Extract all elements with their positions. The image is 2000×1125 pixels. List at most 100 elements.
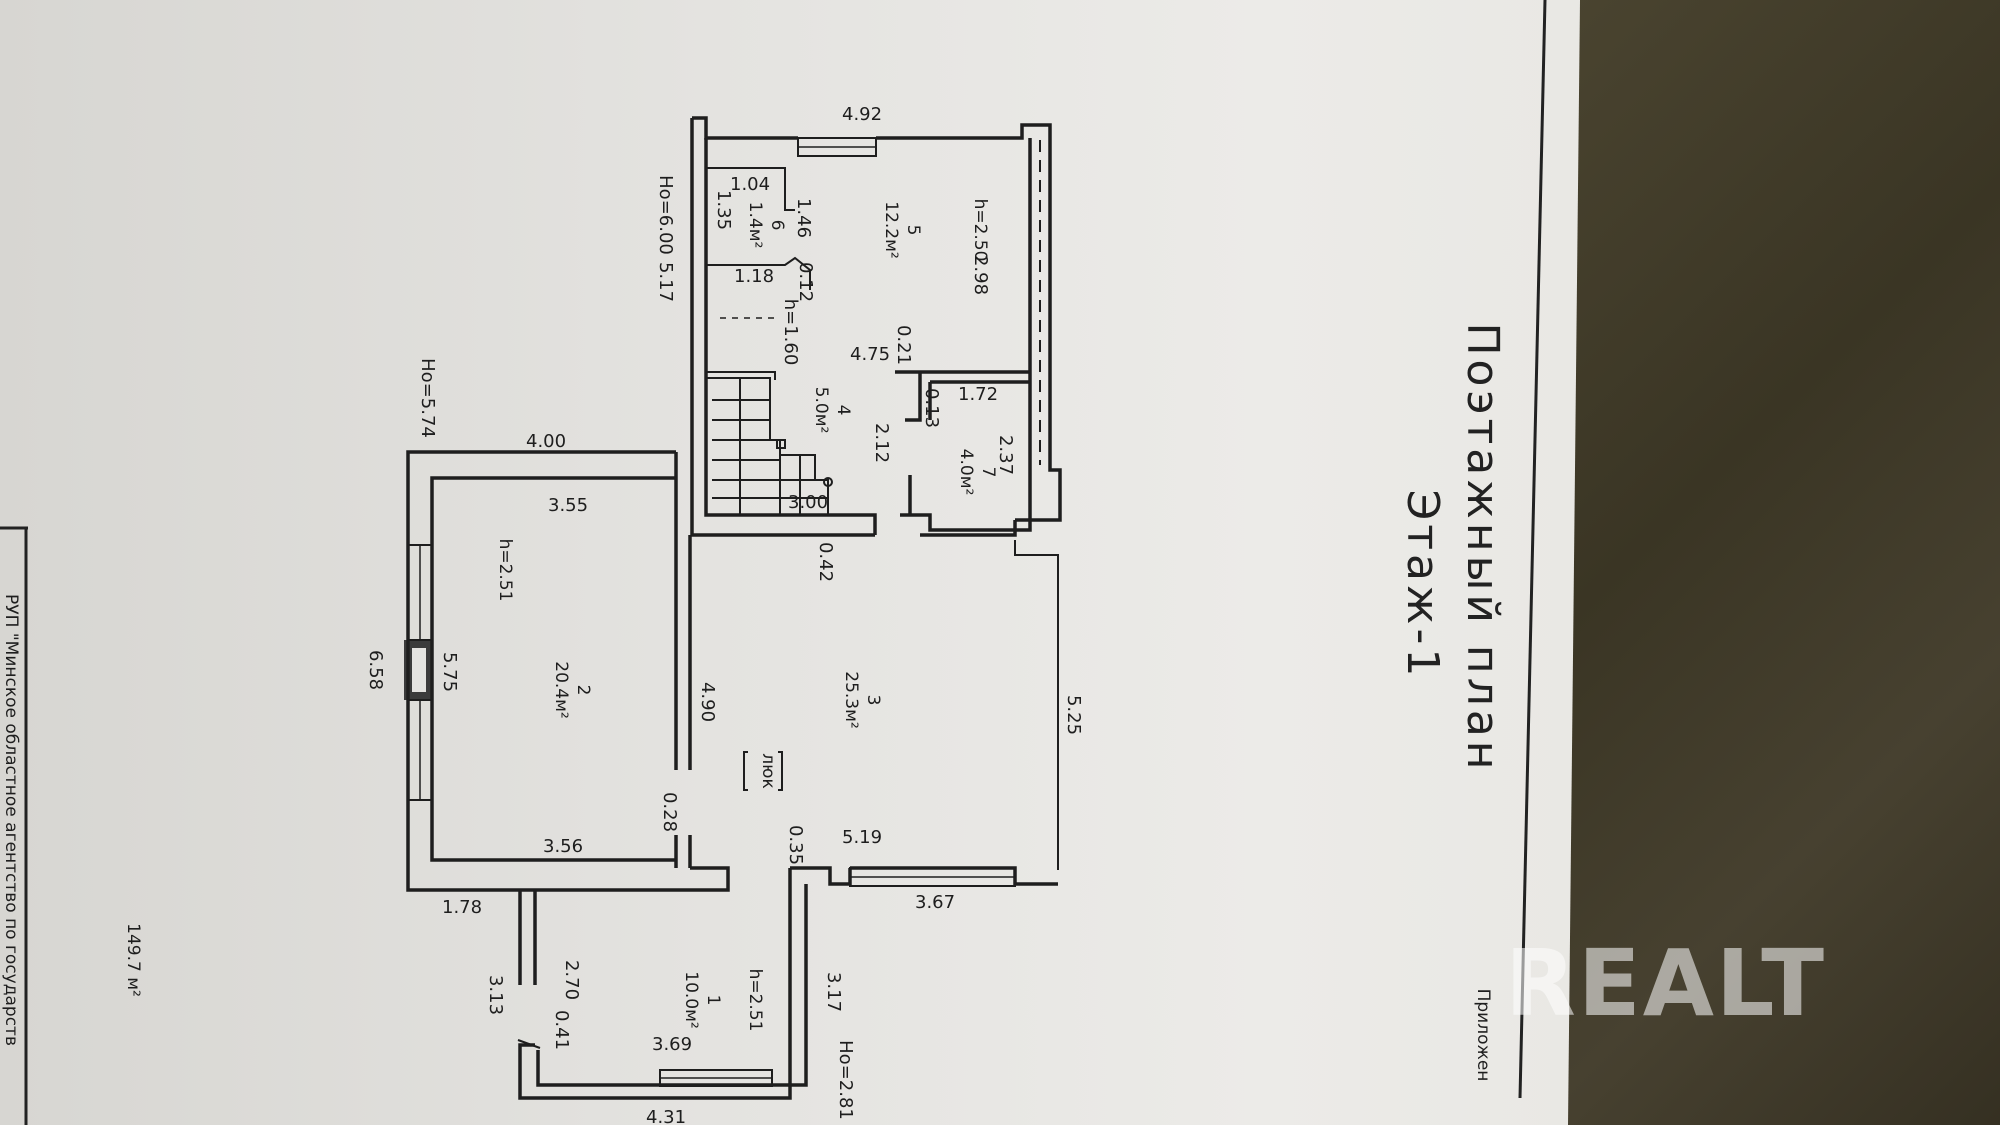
dim-3-67: 3.67 [915, 892, 955, 913]
svg-text:2: 2 [573, 685, 593, 696]
svg-text:2.70: 2.70 [561, 960, 582, 1000]
svg-text:4: 4 [833, 405, 853, 416]
svg-text:Но=2.81: Но=2.81 [835, 1040, 856, 1120]
dim-1-46: 1.46 [793, 198, 814, 238]
svg-text:10.0м²: 10.0м² [681, 971, 701, 1029]
hatch-label: люк [758, 753, 778, 788]
svg-text:3: 3 [863, 695, 883, 706]
svg-text:0.42: 0.42 [815, 542, 836, 582]
stair-height: h=1.60 [780, 299, 801, 366]
dim-0-41: 0.41 [551, 1010, 572, 1050]
dim-4-75: 4.75 [850, 344, 890, 365]
dim-1-78: 1.78 [442, 897, 482, 918]
svg-text:2.98: 2.98 [970, 255, 991, 295]
room-6-label: 6 1.4м² [745, 202, 787, 249]
svg-text:5.0м²: 5.0м² [811, 387, 831, 434]
svg-text:1: 1 [703, 995, 723, 1006]
dim-0-28: 0.28 [659, 792, 680, 832]
background-surface [1560, 0, 2000, 1125]
svg-text:0.28: 0.28 [659, 792, 680, 832]
dim-4-92: 4.92 [842, 104, 882, 125]
room-4-label: 4 5.0м² [811, 387, 853, 434]
svg-text:Но=5.74: Но=5.74 [417, 358, 438, 438]
svg-text:4.0м²: 4.0м² [956, 449, 976, 496]
dim-4-00: 4.00 [526, 431, 566, 452]
staircase [706, 377, 833, 515]
ho-left: Но=5.74 [417, 358, 438, 438]
svg-text:Этаж-1: Этаж-1 [1397, 490, 1448, 681]
dim-2-98: 2.98 [970, 255, 991, 295]
svg-text:h=2.51: h=2.51 [495, 539, 515, 602]
dim-1-04: 1.04 [730, 174, 770, 195]
room-3-label: 3 25.3м² [841, 671, 883, 729]
svg-text:6: 6 [767, 220, 787, 231]
dim-5-75: 5.75 [439, 652, 460, 692]
svg-text:h=1.60: h=1.60 [780, 299, 801, 366]
svg-text:РУП "Минское областное агентст: РУП "Минское областное агентство по госу… [1, 594, 21, 1046]
sheet-frame-line [1518, 0, 1547, 1099]
dim-5-17: 5.17 [655, 262, 676, 302]
svg-text:25.3м²: 25.3м² [841, 671, 861, 729]
svg-text:0.21: 0.21 [893, 325, 914, 365]
room-2-label: 2 20.4м² [551, 661, 593, 719]
svg-text:12.2м²: 12.2м² [881, 201, 901, 259]
room-3-walls [743, 751, 1058, 887]
ho-bottom: Но=2.81 [835, 1040, 856, 1120]
svg-text:20.4м²: 20.4м² [551, 661, 571, 719]
svg-text:7: 7 [978, 467, 998, 478]
dim-1-72: 1.72 [958, 384, 998, 405]
dim-5-19: 5.19 [842, 827, 882, 848]
svg-text:h=2.50: h=2.50 [970, 199, 990, 262]
dim-0-21: 0.21 [893, 325, 914, 365]
ho-top: Но=6.00 [655, 175, 676, 255]
svg-text:149.7 м²: 149.7 м² [123, 923, 143, 997]
dim-3-69: 3.69 [652, 1034, 692, 1055]
svg-text:0.41: 0.41 [551, 1010, 572, 1050]
dim-0-42: 0.42 [815, 542, 836, 582]
dim-0-13: 0.13 [921, 388, 942, 428]
hatch-symbol [743, 751, 783, 791]
svg-text:5.75: 5.75 [439, 652, 460, 692]
room-5-height: h=2.50 [970, 199, 990, 262]
svg-text:1.35: 1.35 [713, 190, 734, 230]
dim-0-12: 0.12 [795, 262, 816, 302]
plan-subtitle: Этаж-1 [1397, 490, 1448, 681]
svg-text:0.12: 0.12 [795, 262, 816, 302]
dim-1-18: 1.18 [734, 266, 774, 287]
watermark-logo: REALT [1505, 930, 1826, 1037]
dim-3-56: 3.56 [543, 836, 583, 857]
dim-4-31: 4.31 [646, 1107, 686, 1125]
svg-text:Приложен: Приложен [1473, 989, 1493, 1082]
dim-1-35: 1.35 [713, 190, 734, 230]
svg-text:3.13: 3.13 [485, 975, 506, 1015]
svg-text:6.58: 6.58 [365, 650, 386, 690]
dim-3-00: 3.00 [788, 492, 828, 513]
room-7-label: 7 4.0м² [956, 449, 998, 496]
dim-0-35: 0.35 [785, 825, 806, 865]
room-1-walls [517, 868, 808, 1100]
plan-title: Поэтажный план [1457, 322, 1508, 773]
svg-text:5: 5 [903, 225, 923, 236]
svg-text:1.46: 1.46 [793, 198, 814, 238]
appendix-label: Приложен [1473, 989, 1493, 1082]
dim-2-12: 2.12 [871, 423, 892, 463]
svg-text:2.12: 2.12 [871, 423, 892, 463]
svg-text:Но=6.00: Но=6.00 [655, 175, 676, 255]
organization-stamp: РУП "Минское областное агентство по госу… [1, 594, 21, 1046]
room-2-height: h=2.51 [495, 539, 515, 602]
svg-text:люк: люк [758, 753, 778, 788]
total-area: 149.7 м² [123, 923, 143, 997]
svg-text:5.17: 5.17 [655, 262, 676, 302]
svg-text:h=2.51: h=2.51 [745, 969, 765, 1032]
upper-block-walls [690, 116, 1062, 870]
dim-2-70: 2.70 [561, 960, 582, 1000]
room-1-label: 1 10.0м² h=2.51 [681, 969, 765, 1032]
svg-text:Поэтажный план: Поэтажный план [1457, 322, 1508, 773]
svg-text:1.4м²: 1.4м² [745, 202, 765, 249]
svg-text:2.37: 2.37 [995, 435, 1016, 475]
dim-4-90: 4.90 [697, 682, 718, 722]
svg-text:0.13: 0.13 [921, 388, 942, 428]
svg-text:5.25: 5.25 [1063, 695, 1084, 735]
room-2-walls [404, 450, 730, 892]
